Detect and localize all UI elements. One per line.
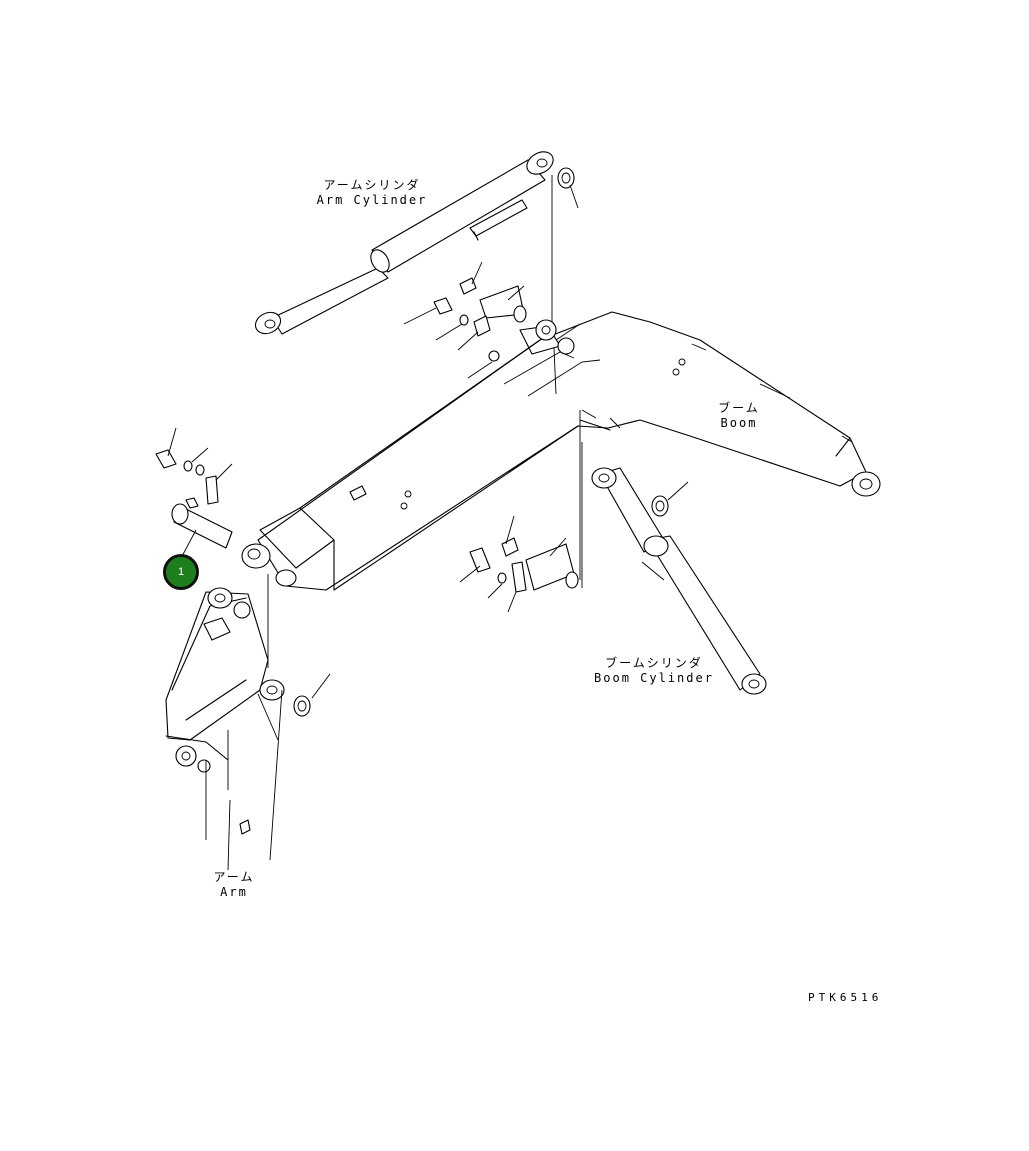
- arm-label: アーム Arm: [210, 870, 258, 900]
- arm-cylinder-label-en: Arm Cylinder: [316, 193, 428, 207]
- arm-cylinder-label-jp: アームシリンダ: [323, 178, 421, 192]
- arm-cylinder: [254, 151, 579, 335]
- boom-cylinder-pin-parts: [459, 515, 579, 613]
- callout-1-number: 1: [177, 566, 185, 578]
- boom-label-jp: ブーム: [718, 401, 760, 415]
- boom-label-en: Boom: [720, 416, 758, 430]
- boom-cylinder-label: ブームシリンダ Boom Cylinder: [594, 656, 714, 686]
- drawing-code: PTK6516: [808, 991, 883, 1004]
- arm-cylinder-label: アームシリンダ Arm Cylinder: [316, 178, 428, 208]
- boom-cylinder-label-en: Boom Cylinder: [594, 671, 714, 685]
- callout-1[interactable]: 1: [163, 554, 199, 590]
- boom-body: [241, 311, 881, 591]
- leader-lines: [553, 347, 583, 588]
- boom-label: ブーム Boom: [714, 401, 764, 431]
- arm-body: [165, 574, 331, 871]
- arm-pin-parts: [155, 427, 233, 561]
- boom-cylinder: [591, 467, 767, 695]
- arm-label-jp: アーム: [213, 870, 255, 884]
- boom-cylinder-label-jp: ブームシリンダ: [605, 656, 703, 670]
- arm-label-en: Arm: [220, 885, 248, 899]
